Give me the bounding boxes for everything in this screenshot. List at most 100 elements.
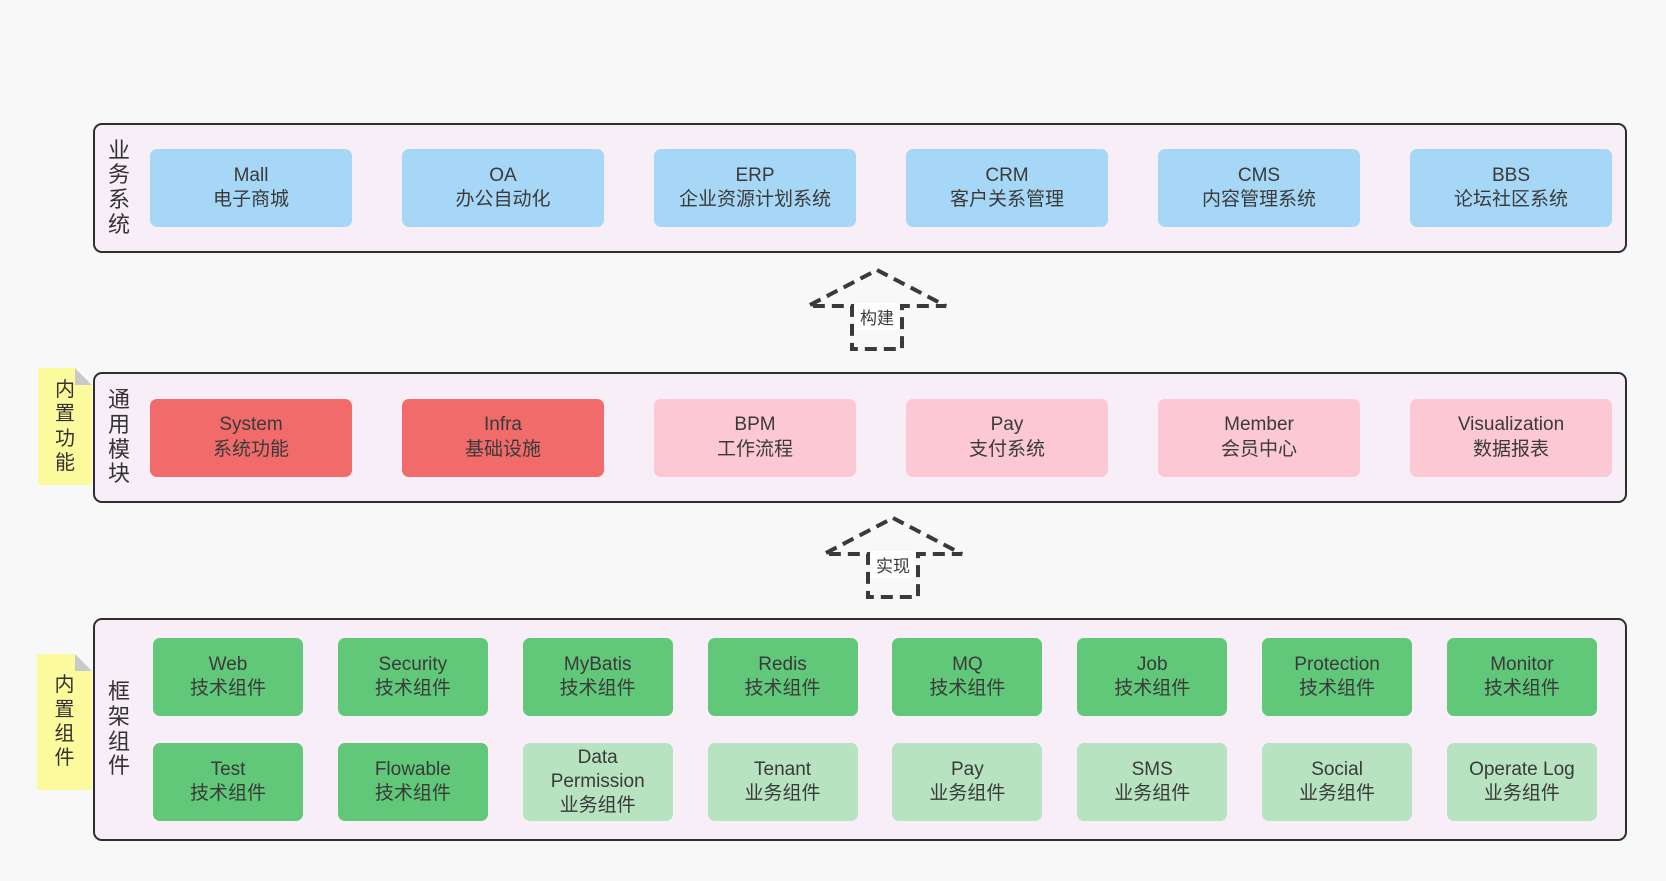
diagram-box-data-permission: Data Permission 业务组件 [522, 743, 673, 821]
dashed-up-arrow-icon [823, 515, 963, 599]
diagram-box-monitor: Monitor 技术组件 [1446, 638, 1597, 716]
box-title: Operate Log [1469, 758, 1575, 780]
box-subtitle: 数据报表 [1472, 438, 1549, 460]
box-title: BPM [734, 414, 776, 436]
box-subtitle: 技术组件 [1483, 678, 1560, 699]
box-title: Infra [483, 414, 523, 436]
diagram-box-pay: Pay 业务组件 [892, 743, 1043, 821]
box-subtitle: 技术组件 [189, 783, 266, 804]
box-subtitle: 技术组件 [744, 678, 821, 699]
box-title: Visualization [1457, 414, 1565, 436]
diagram-box-mall: Mall 电子商城 [150, 149, 352, 227]
box-title: Monitor [1490, 653, 1554, 675]
layer-label-modules: 通用模块 [95, 374, 143, 501]
box-subtitle: 支付系统 [968, 438, 1045, 460]
box-subtitle: 业务组件 [1299, 783, 1376, 804]
box-title: Flowable [374, 758, 451, 780]
box-subtitle: 会员中心 [1220, 438, 1297, 460]
box-title: CRM [985, 164, 1029, 186]
sticky-note-built-in-components: 内置组件 [37, 654, 92, 790]
diagram-box-tenant: Tenant 业务组件 [707, 743, 858, 821]
box-subtitle: 业务组件 [559, 795, 636, 817]
diagram-box-job: Job 技术组件 [1077, 638, 1228, 716]
diagram-box-mq: MQ 技术组件 [892, 638, 1043, 716]
arrow-build: 构建 [805, 266, 949, 352]
sticky-fold-corner [75, 654, 92, 671]
box-subtitle: 技术组件 [374, 783, 451, 804]
box-subtitle: 业务组件 [744, 783, 821, 804]
layer-label-text: 业务系统 [107, 137, 130, 237]
box-title: OA [489, 164, 517, 186]
box-subtitle: 技术组件 [374, 678, 451, 699]
box-title: Pay [951, 758, 984, 780]
box-subtitle: 业务组件 [929, 783, 1006, 804]
box-title: MQ [952, 653, 983, 675]
box-subtitle: 业务组件 [1114, 783, 1191, 804]
diagram-box-web: Web 技术组件 [153, 638, 303, 716]
box-title: Redis [758, 653, 807, 675]
diagram-box-flowable: Flowable 技术组件 [337, 743, 488, 821]
box-subtitle: 技术组件 [1299, 678, 1376, 699]
box-subtitle: 客户关系管理 [949, 189, 1064, 210]
box-title: BBS [1491, 164, 1531, 186]
sticky-label-text: 内置功能 [55, 378, 75, 474]
box-title: Social [1311, 758, 1363, 780]
box-subtitle: 技术组件 [189, 678, 266, 699]
box-title: MyBatis [563, 653, 632, 675]
sticky-note-built-in-features: 内置功能 [38, 368, 92, 485]
box-title: Tenant [754, 758, 812, 780]
box-subtitle: 系统功能 [212, 438, 289, 460]
box-title: System [219, 414, 283, 436]
box-subtitle: 技术组件 [929, 678, 1006, 699]
box-subtitle: 电子商城 [212, 189, 289, 210]
diagram-box-sms: SMS 业务组件 [1077, 743, 1228, 821]
layer-label-text: 框架组件 [107, 679, 130, 779]
box-title: Test [210, 758, 246, 780]
diagram-box-test: Test 技术组件 [153, 743, 303, 821]
box-subtitle: 工作流程 [716, 438, 793, 460]
layer-label-text: 通用模块 [107, 387, 130, 487]
diagram-box-social: Social 业务组件 [1262, 743, 1413, 821]
box-title: Data Permission [550, 746, 645, 792]
diagram-box-mybatis: MyBatis 技术组件 [522, 638, 673, 716]
dashed-up-arrow-icon [807, 267, 947, 351]
sticky-fold-corner [75, 368, 92, 385]
box-title: SMS [1131, 758, 1173, 780]
sticky-label-text: 内置组件 [54, 674, 75, 770]
box-subtitle: 论坛社区系统 [1453, 189, 1568, 210]
arrow-build-label: 构建 [855, 303, 899, 330]
diagram-box-crm: CRM 客户关系管理 [906, 149, 1108, 227]
box-title: Web [208, 653, 248, 675]
box-title: Protection [1294, 653, 1380, 675]
diagram-box-bbs: BBS 论坛社区系统 [1410, 149, 1612, 227]
box-subtitle: 企业资源计划系统 [678, 189, 831, 210]
box-subtitle: 技术组件 [1114, 678, 1191, 699]
arrow-implement: 实现 [821, 514, 965, 600]
box-title: Member [1224, 414, 1294, 436]
box-subtitle: 技术组件 [559, 678, 636, 699]
box-title: Mall [233, 164, 269, 186]
layer-label-business: 业务系统 [95, 125, 143, 251]
box-title: CMS [1237, 164, 1281, 186]
diagram-box-redis: Redis 技术组件 [707, 638, 858, 716]
box-title: Job [1136, 653, 1168, 675]
